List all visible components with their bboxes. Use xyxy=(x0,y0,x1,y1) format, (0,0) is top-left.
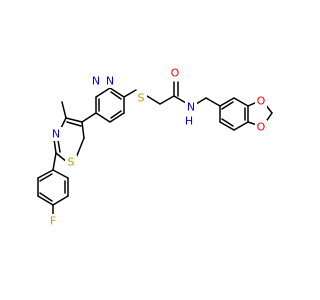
bond xyxy=(95,87,111,98)
bonds xyxy=(37,81,273,217)
bond xyxy=(39,173,53,182)
bond xyxy=(205,97,221,107)
molecule-structure: S O N H O O N N N S F xyxy=(37,66,273,228)
atom-label-fluorine: F xyxy=(50,215,56,228)
bond xyxy=(66,121,82,127)
atom-label-nitrogen-amide: N xyxy=(187,101,195,114)
bond xyxy=(233,97,249,107)
atom-label-nitrogen-pyridazine-2: N xyxy=(106,75,114,88)
bond xyxy=(221,101,234,110)
atom-label-nitrogen-pyridazine-1: N xyxy=(92,75,100,88)
bond xyxy=(61,101,67,119)
atom-label-sulfur-thioether: S xyxy=(138,92,145,105)
bond xyxy=(81,121,85,139)
atom-label-oxygen-dioxole-top: O xyxy=(257,95,266,108)
bond xyxy=(65,117,83,123)
bond xyxy=(146,95,161,105)
bond xyxy=(57,139,61,153)
bond xyxy=(52,195,69,206)
bond xyxy=(110,91,122,100)
bond xyxy=(233,121,249,131)
bond xyxy=(75,137,85,159)
bond xyxy=(39,192,53,202)
bond xyxy=(109,87,125,98)
atom-label-oxygen-dioxole-bottom: O xyxy=(257,121,266,134)
bond xyxy=(221,118,234,127)
bond xyxy=(52,152,57,171)
atom-label-hydrogen-amide: H xyxy=(185,115,193,128)
bond xyxy=(37,195,54,206)
atom-label-sulfur-thiazole: S xyxy=(68,156,75,169)
atom-label-nitrogen-thiazole: N xyxy=(52,128,60,141)
bond xyxy=(52,169,69,179)
bond xyxy=(110,110,122,119)
bond xyxy=(123,89,137,98)
bond xyxy=(109,112,125,123)
bond xyxy=(173,95,187,104)
bond xyxy=(37,169,54,179)
atom-label-oxygen-carbonyl: O xyxy=(171,67,180,80)
atom-labels: S O N H O O N N N S F xyxy=(47,66,267,228)
bond xyxy=(219,121,235,131)
bond xyxy=(95,112,111,123)
bond xyxy=(219,97,235,107)
bond xyxy=(195,97,207,105)
bond xyxy=(159,95,175,105)
bond xyxy=(81,112,97,123)
bond xyxy=(53,138,57,154)
